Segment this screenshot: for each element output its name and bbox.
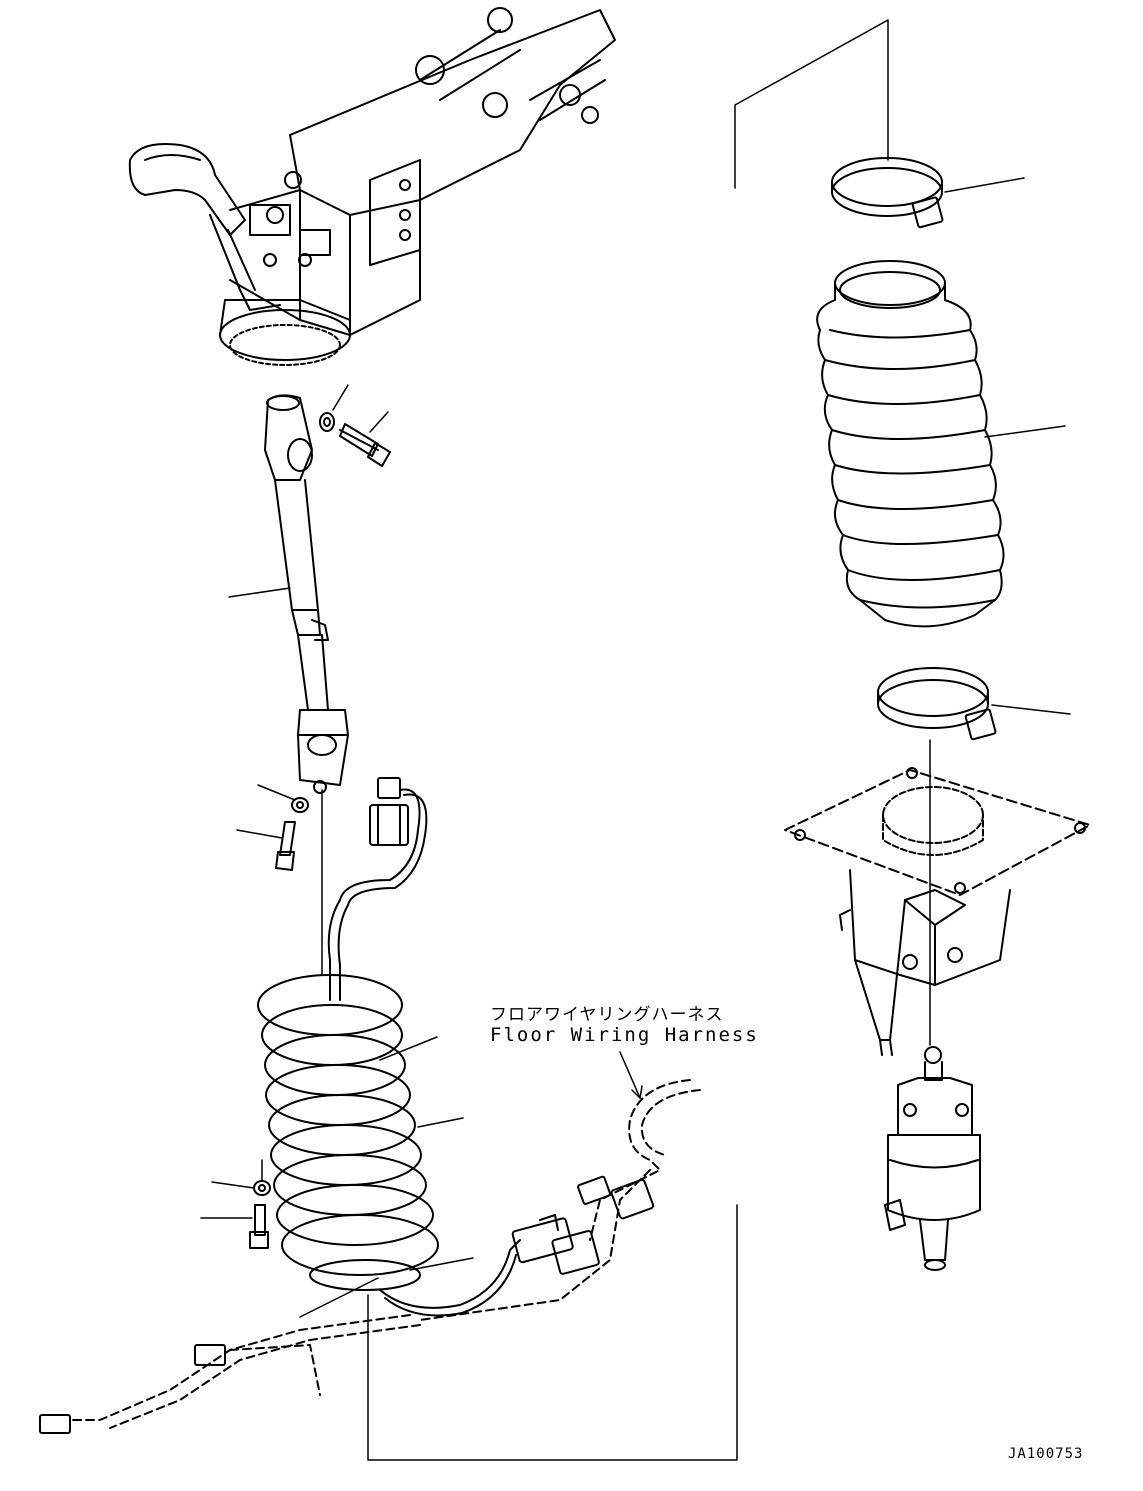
- valve-cartridge-icon: [884, 1046, 981, 1271]
- hose-clamp-icon: [831, 157, 944, 229]
- bellows-boot-icon: [816, 260, 1005, 628]
- drawing-id: JA100753: [1008, 1446, 1084, 1462]
- connector-icon: [39, 1175, 655, 1434]
- bolt-icon: [275, 821, 296, 871]
- washer-icon: [291, 797, 309, 813]
- bolt-icon: [249, 1204, 269, 1249]
- steering-shaft-icon: [264, 394, 349, 794]
- harness-line: [379, 1239, 521, 1309]
- connector-icon: [511, 1214, 600, 1275]
- floor-wiring-harness-label-jp: フロアワイヤリングハーネス: [490, 1005, 724, 1025]
- valve-body-icon: [784, 767, 1091, 1056]
- floor-wiring-harness-label-en: Floor Wiring Harness: [490, 1024, 759, 1046]
- pedal-assembly-icon: [128, 7, 616, 366]
- hose-clamp-icon: [877, 667, 997, 741]
- washer-icon: [253, 1180, 271, 1196]
- washer-icon: [319, 412, 335, 432]
- connector-icon: [327, 777, 428, 966]
- coiled-cable-icon: [257, 959, 439, 1291]
- floor-wiring-harness-icon: [69, 1079, 701, 1429]
- bolt-icon: [339, 423, 391, 467]
